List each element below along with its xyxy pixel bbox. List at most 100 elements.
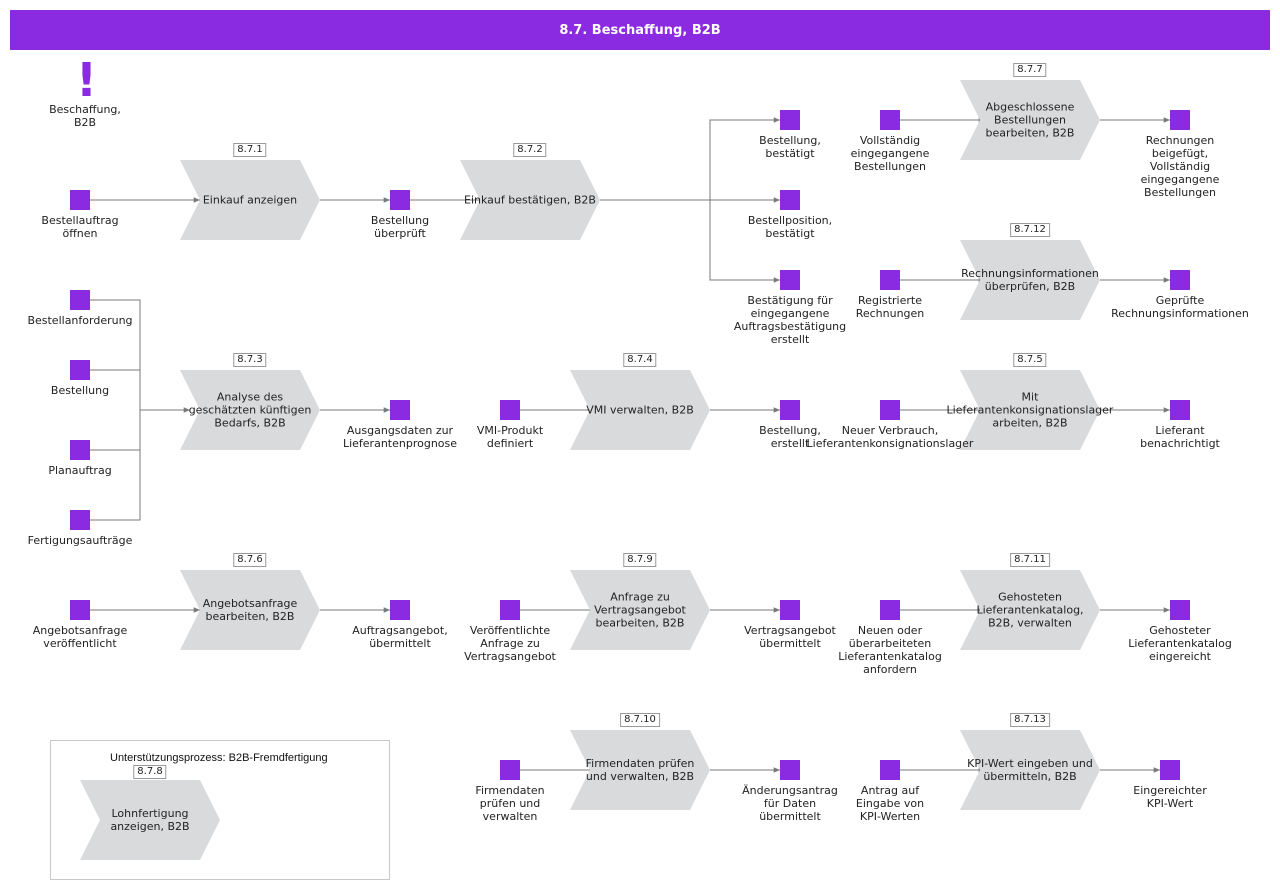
event-square[interactable]: [70, 360, 90, 380]
event-square[interactable]: [780, 600, 800, 620]
event-square[interactable]: [390, 600, 410, 620]
page-title: 8.7. Beschaffung, B2B: [559, 22, 721, 38]
function-shape[interactable]: [180, 160, 320, 240]
event-label: Bestellung: [50, 384, 110, 397]
event-square[interactable]: [1160, 760, 1180, 780]
function-id: 8.7.6: [233, 553, 267, 567]
function-shape[interactable]: [960, 240, 1100, 320]
function-label: Einkauf anzeigen: [202, 193, 298, 207]
start-label: Beschaffung,B2B: [49, 103, 121, 129]
function-shape[interactable]: [570, 570, 710, 650]
function-shape[interactable]: [180, 370, 320, 450]
function-shape[interactable]: [960, 570, 1100, 650]
event-square[interactable]: [1170, 400, 1190, 420]
event-square[interactable]: [880, 270, 900, 290]
event-label: Fertigungsaufträge: [27, 534, 133, 547]
event-square[interactable]: [500, 400, 520, 420]
connector-line: [709, 117, 780, 200]
function-id: 8.7.5: [1013, 353, 1047, 367]
event-square[interactable]: [780, 190, 800, 210]
function-id: 8.7.9: [623, 553, 657, 567]
support-function-shape[interactable]: [80, 780, 220, 860]
function-shape[interactable]: [460, 160, 600, 240]
function-id: 8.7.7: [1013, 63, 1047, 77]
event-square[interactable]: [880, 760, 900, 780]
event-square[interactable]: [390, 400, 410, 420]
function-id: 8.7.12: [1010, 223, 1050, 237]
event-label: Bestellung,erstellt: [759, 424, 821, 450]
start-exclamation-icon: !: [76, 53, 97, 107]
function-shape[interactable]: [570, 370, 710, 450]
event-square[interactable]: [880, 600, 900, 620]
event-square[interactable]: [70, 290, 90, 310]
event-square[interactable]: [70, 440, 90, 460]
event-square[interactable]: [780, 110, 800, 130]
function-shape[interactable]: [960, 80, 1100, 160]
event-label: Bestellung,bestätigt: [759, 134, 821, 160]
support-process-title: Unterstützungsprozess: B2B-Fremdfertigun…: [110, 752, 328, 764]
event-square[interactable]: [500, 760, 520, 780]
page-header: 8.7. Beschaffung, B2B: [10, 10, 1270, 50]
function-id: 8.7.11: [1010, 553, 1050, 567]
event-square[interactable]: [1170, 270, 1190, 290]
event-square[interactable]: [70, 510, 90, 530]
event-square[interactable]: [390, 190, 410, 210]
function-shape[interactable]: [570, 730, 710, 810]
event-square[interactable]: [780, 270, 800, 290]
function-shape[interactable]: [960, 730, 1100, 810]
function-label: VMI verwalten, B2B: [586, 403, 694, 417]
event-square[interactable]: [70, 190, 90, 210]
event-square[interactable]: [880, 400, 900, 420]
function-id: 8.7.4: [623, 353, 657, 367]
event-label: Auftragsangebot,übermittelt: [352, 624, 448, 650]
function-label: Einkauf bestätigen, B2B: [464, 193, 596, 207]
function-shape[interactable]: [960, 370, 1100, 450]
event-label: Bestellanforderung: [27, 314, 133, 327]
connector-line: [709, 200, 780, 283]
event-label: Neuer Verbrauch,Lieferantenkonsignations…: [806, 424, 974, 450]
event-square[interactable]: [1170, 600, 1190, 620]
function-shape[interactable]: [180, 570, 320, 650]
event-square[interactable]: [880, 110, 900, 130]
event-square[interactable]: [500, 600, 520, 620]
event-square[interactable]: [780, 760, 800, 780]
event-label: Planauftrag: [48, 464, 112, 477]
function-id: 8.7.13: [1010, 713, 1050, 727]
event-square[interactable]: [1170, 110, 1190, 130]
connector-line: [90, 299, 141, 521]
function-id: 8.7.10: [620, 713, 660, 727]
function-id: 8.7.1: [233, 143, 267, 157]
event-square[interactable]: [70, 600, 90, 620]
event-square[interactable]: [780, 400, 800, 420]
function-id: 8.7.3: [233, 353, 267, 367]
